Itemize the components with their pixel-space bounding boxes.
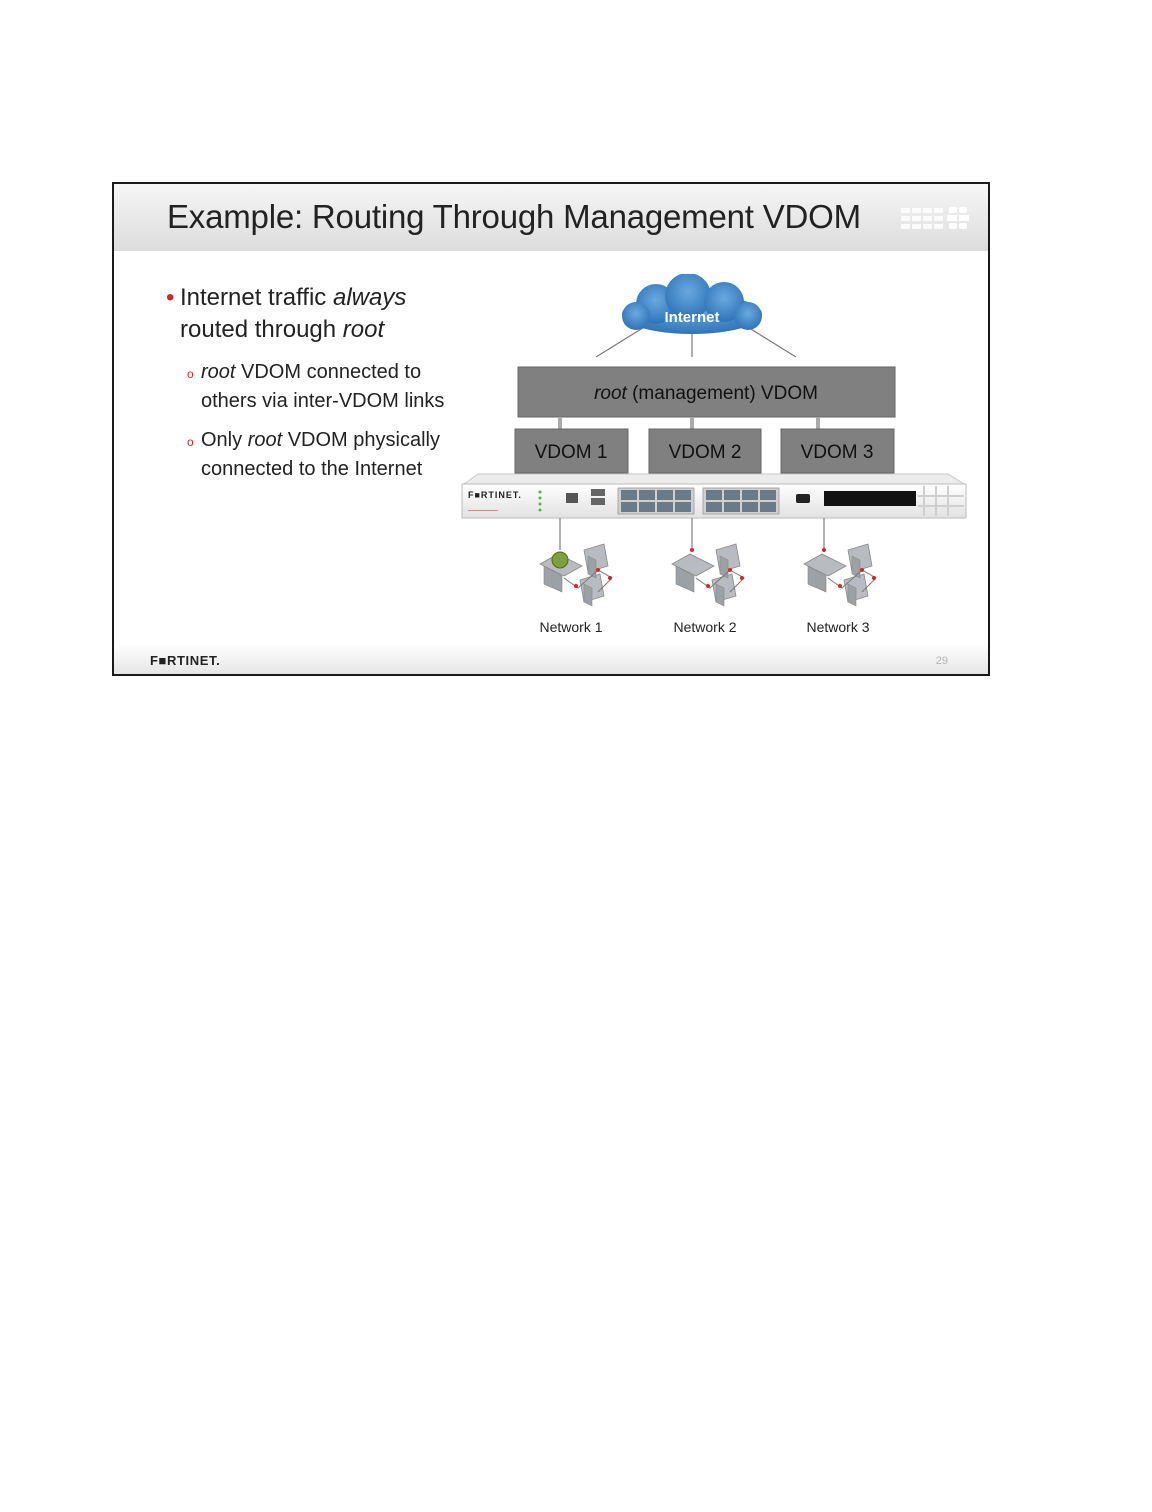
title-bar: Example: Routing Through Management VDOM <box>114 184 988 251</box>
slide-title: Example: Routing Through Management VDOM <box>167 198 861 235</box>
sub-bullet-marker: o <box>187 367 194 381</box>
device-brand-label: F■RTINET. <box>468 490 522 500</box>
link-line <box>595 325 647 358</box>
network-1-label: Network 1 <box>539 619 602 635</box>
usb-port <box>591 489 605 496</box>
link-line <box>745 325 797 358</box>
network-2-label: Network 2 <box>673 619 736 635</box>
root-vdom-label-rest: (management) VDOM <box>627 383 818 404</box>
console-port <box>566 493 578 503</box>
network-2-computers-icon <box>671 543 745 607</box>
bullet-text: routed through <box>180 316 343 343</box>
bullet-text-italic: root <box>247 429 283 451</box>
vdom-3-label: VDOM 3 <box>801 442 874 463</box>
internet-cloud-icon <box>622 274 762 334</box>
ethernet-port-group-2 <box>702 487 780 515</box>
bullet-text-italic: always <box>332 284 407 311</box>
lcd-display <box>824 491 916 506</box>
sfp-port <box>796 494 810 503</box>
cloud-label: Internet <box>664 309 719 326</box>
bullet-text: Internet traffic <box>180 284 333 311</box>
network-1-computers-icon <box>539 543 613 607</box>
bullet-list: • Internet traffic always routed through… <box>166 282 446 484</box>
bullet-text: Only <box>201 429 248 451</box>
fortigate-device-icon: F■RTINET. ————— <box>461 473 967 519</box>
vdom-2-label: VDOM 2 <box>669 442 742 463</box>
bullet-text-italic: root <box>201 361 236 383</box>
bullet-text: VDOM connected to others via inter-VDOM … <box>201 361 445 412</box>
sub-bullet-marker: o <box>187 435 194 449</box>
bullet-marker: • <box>166 284 175 311</box>
vdom-1-label: VDOM 1 <box>535 442 608 463</box>
device-sub-label: ————— <box>467 508 499 514</box>
bullet-item-3: o Only root VDOM physically connected to… <box>166 426 446 484</box>
footer-bar: F■RTINET. 29 <box>114 644 988 674</box>
root-vdom-label-italic: root <box>594 383 627 404</box>
bullet-text: VDOM physically connected to the Interne… <box>201 429 440 480</box>
bullet-item-1: • Internet traffic always routed through… <box>166 282 446 346</box>
fortinet-grid-icon <box>901 207 969 229</box>
ethernet-port-group-1 <box>617 487 695 515</box>
vdom-2-box <box>648 428 762 474</box>
root-vdom-label: root (management) VDOM <box>594 383 818 404</box>
bullet-text-italic: root <box>342 316 385 343</box>
bullet-item-2: o root VDOM connected to others via inte… <box>166 358 446 416</box>
slide: Example: Routing Through Management VDOM… <box>112 182 990 676</box>
vdom-1-box <box>514 428 629 474</box>
fortinet-logo: F■RTINET. <box>150 653 221 668</box>
page-number: 29 <box>935 655 948 667</box>
network-3-label: Network 3 <box>806 619 869 635</box>
root-vdom-box <box>517 366 896 418</box>
network-diagram: Internet root (management) VDOM VDOM 1 V… <box>461 274 967 635</box>
vdom-3-box <box>780 428 895 474</box>
usb-port <box>591 498 605 505</box>
network-3-computers-icon <box>803 543 877 607</box>
